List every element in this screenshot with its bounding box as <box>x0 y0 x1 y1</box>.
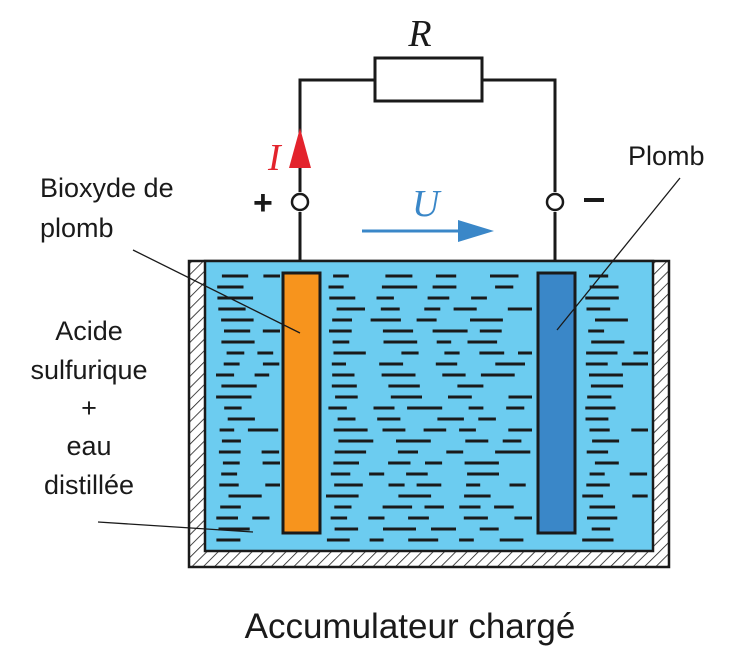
lead-dioxide-label-line1: Bioxyde de <box>40 173 174 203</box>
acid-label-line1: Acide <box>55 316 123 346</box>
lead-dioxide-label-line2: plomb <box>40 213 114 243</box>
plus-sign: + <box>253 184 273 222</box>
lead-label: Plomb <box>628 141 705 171</box>
resistor <box>373 56 484 103</box>
voltage-label: U <box>412 183 442 225</box>
lead-dioxide-plate <box>281 271 322 535</box>
current-arrow-icon <box>289 128 311 168</box>
electrolyte-dashes <box>216 274 648 542</box>
circuit-wires <box>298 78 557 275</box>
leader-lines <box>97 177 681 533</box>
minus-sign: - <box>594 209 595 211</box>
lead-plate <box>536 271 577 535</box>
acid-label-line4: eau <box>66 431 111 461</box>
minus-sign-icon <box>584 198 604 202</box>
resistor-label: R <box>407 13 431 55</box>
caption: Accumulateur chargé <box>245 607 576 646</box>
negative-terminal <box>545 192 565 212</box>
current-label: I <box>267 137 283 179</box>
acid-label-line3: + <box>81 393 97 423</box>
acid-label-line2: sulfurique <box>30 355 147 385</box>
positive-terminal <box>290 192 310 212</box>
voltage-arrow-icon <box>458 220 494 242</box>
acid-label-line5: distillée <box>44 470 134 500</box>
